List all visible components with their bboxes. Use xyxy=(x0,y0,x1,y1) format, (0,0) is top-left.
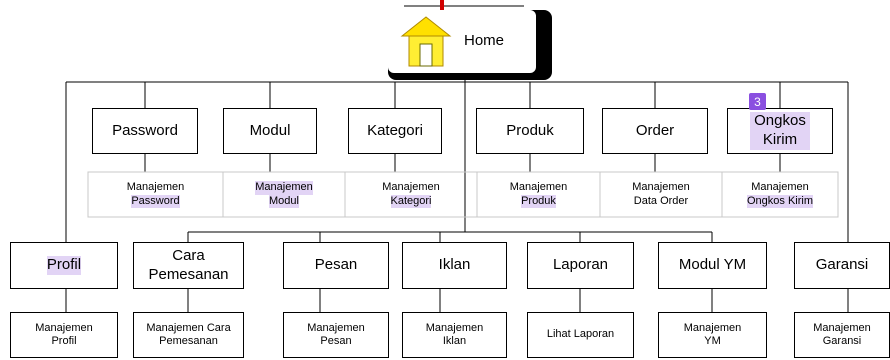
node-label: Modul xyxy=(249,121,291,139)
desc-garansi: Manajemen Garansi xyxy=(794,312,890,358)
desc-line: Manajemen xyxy=(35,321,93,334)
node-iklan[interactable]: Iklan xyxy=(402,242,507,289)
desc-produk: Manajemen Produk xyxy=(477,172,600,217)
desc-profil: Manajemen Profil xyxy=(10,312,118,358)
desc-line: Manajemen xyxy=(751,181,809,194)
node-order[interactable]: Order xyxy=(602,108,708,154)
desc-line: Manajemen xyxy=(126,181,185,194)
node-label: Profil xyxy=(46,256,82,275)
node-cara-pemesanan[interactable]: Cara Pemesanan xyxy=(133,242,244,289)
node-label: Cara Pemesanan xyxy=(148,246,229,283)
desc-line: Lihat Laporan xyxy=(546,328,615,341)
desc-line: Manajemen xyxy=(632,181,690,194)
node-label: Password xyxy=(112,121,178,139)
node-laporan[interactable]: Laporan xyxy=(527,242,634,289)
desc-line: Manajemen xyxy=(683,321,742,334)
desc-line: Profil xyxy=(51,335,77,347)
node-kategori[interactable]: Kategori xyxy=(348,108,442,154)
desc-line: Garansi xyxy=(822,335,862,347)
house-icon xyxy=(400,16,452,67)
node-garansi[interactable]: Garansi xyxy=(794,242,890,289)
desc-line: YM xyxy=(704,335,721,347)
home-node[interactable]: Home xyxy=(388,10,552,80)
desc-modul-ym: Manajemen YM xyxy=(658,312,767,358)
desc-cara-pemesanan: Manajemen Cara Pemesanan xyxy=(133,312,244,358)
badge-count: 3 xyxy=(749,93,766,110)
desc-order: Manajemen Data Order xyxy=(600,172,722,217)
desc-laporan: Lihat Laporan xyxy=(527,312,634,358)
desc-line: Pesan xyxy=(320,335,352,347)
node-label: Produk xyxy=(506,121,554,139)
node-label: Order xyxy=(635,121,675,139)
desc-line: Manajemen xyxy=(425,321,484,334)
desc-pesan: Manajemen Pesan xyxy=(283,312,389,358)
node-label: Laporan xyxy=(552,256,609,274)
desc-password: Manajemen Password xyxy=(88,172,223,217)
desc-line: Kategori xyxy=(390,194,432,208)
desc-line: Manajemen xyxy=(382,181,440,194)
node-label: Kategori xyxy=(367,121,423,139)
node-modul-ym[interactable]: Modul YM xyxy=(658,242,767,289)
desc-line: Manajemen xyxy=(307,321,365,334)
desc-modul: Manajemen Modul xyxy=(223,172,345,217)
desc-line: Modul xyxy=(269,194,299,208)
desc-line: Data Order xyxy=(633,194,689,207)
desc-line: Iklan xyxy=(442,335,467,347)
node-label: Pesan xyxy=(314,256,358,274)
node-modul[interactable]: Modul xyxy=(223,108,317,154)
node-password[interactable]: Password xyxy=(92,108,198,154)
node-pesan[interactable]: Pesan xyxy=(283,242,389,289)
node-produk[interactable]: Produk xyxy=(476,108,584,154)
desc-line: Manajemen xyxy=(509,181,568,194)
desc-line: Ongkos Kirim xyxy=(746,194,814,208)
desc-line: Manajemen xyxy=(255,181,313,195)
desc-line: Pemesanan xyxy=(159,335,218,347)
desc-ongkos-kirim: Manajemen Ongkos Kirim xyxy=(722,172,838,217)
node-profil[interactable]: Profil xyxy=(10,242,118,289)
node-label: Iklan xyxy=(438,256,471,274)
desc-line: Manajemen Cara xyxy=(146,321,231,334)
desc-line: Password xyxy=(131,194,180,208)
node-label: Garansi xyxy=(815,256,869,274)
desc-line: Produk xyxy=(521,194,556,208)
desc-kategori: Manajemen Kategori xyxy=(345,172,477,217)
desc-iklan: Manajemen Iklan xyxy=(402,312,507,358)
desc-line: Manajemen xyxy=(813,321,871,334)
node-label: Ongkos Kirim xyxy=(750,112,810,150)
node-ongkos-kirim[interactable]: Ongkos Kirim xyxy=(727,108,833,154)
node-label: Modul YM xyxy=(678,256,747,274)
home-label: Home xyxy=(464,32,505,49)
